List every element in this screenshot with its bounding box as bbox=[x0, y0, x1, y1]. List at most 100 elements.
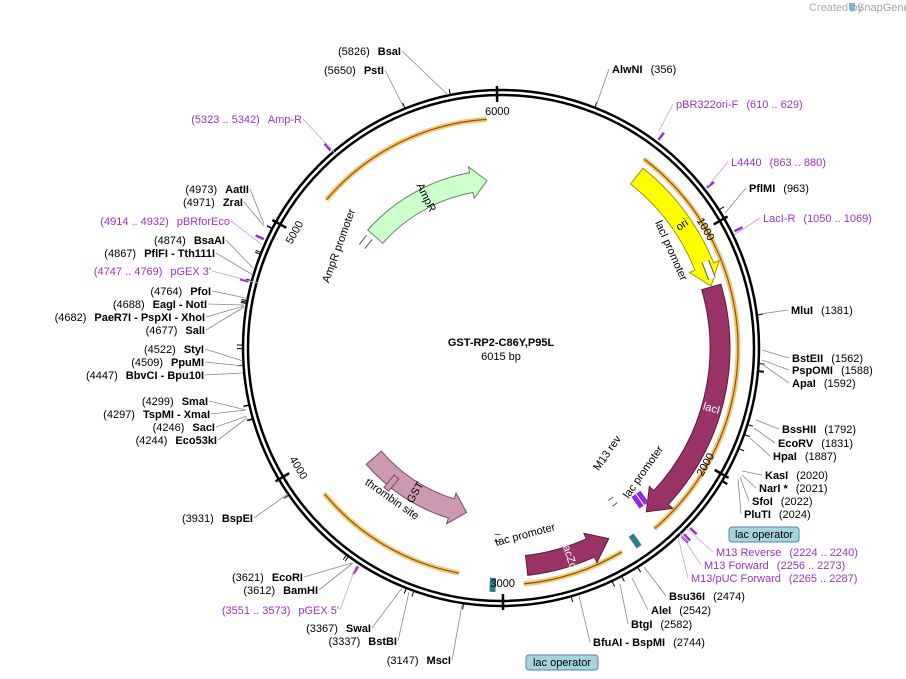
site-label-name: PflMI bbox=[749, 183, 775, 195]
watermark-brand: SnapGene bbox=[857, 2, 906, 14]
site-label-post: (2021) bbox=[796, 483, 828, 495]
site-label-name: M13 Reverse bbox=[716, 547, 781, 559]
site-label-pre: (4973) bbox=[185, 184, 217, 196]
site-label-name: SalI bbox=[185, 325, 205, 337]
site-label-leaders bbox=[204, 50, 790, 661]
site-label-pre: (3931) bbox=[182, 513, 214, 525]
primer-site bbox=[689, 527, 698, 536]
site-label-pre: (4867) bbox=[104, 248, 136, 260]
primer-site bbox=[683, 533, 692, 542]
site-label: (5323 .. 5342) Amp-R bbox=[191, 114, 302, 126]
site-tick bbox=[747, 424, 754, 427]
plasmid-name: GST-RP2-C86Y,P95L bbox=[448, 337, 555, 349]
site-leader bbox=[318, 562, 354, 591]
site-leader bbox=[737, 478, 742, 515]
site-label: LacI-R(1050 .. 1069) bbox=[763, 213, 872, 225]
site-label-pre: (4244) bbox=[136, 435, 168, 447]
site-leader bbox=[749, 437, 771, 457]
site-leader bbox=[208, 400, 247, 411]
site-leader bbox=[205, 305, 245, 318]
site-tick bbox=[757, 371, 764, 373]
scale-label: 3000 bbox=[491, 578, 516, 590]
site-label-name: Amp-R bbox=[268, 114, 302, 126]
site-label: MluI(1381) bbox=[791, 305, 853, 317]
site-label-post: (1887) bbox=[805, 451, 837, 463]
site-label: (4246)SacI bbox=[153, 422, 215, 434]
site-label: (4677) SalI bbox=[146, 325, 205, 337]
site-label-pre: (4677) bbox=[146, 325, 178, 337]
primer-site bbox=[706, 181, 715, 189]
site-leader bbox=[249, 188, 265, 225]
site-tick bbox=[411, 590, 415, 597]
site-label-pre: (4874) bbox=[154, 235, 186, 247]
site-leader bbox=[339, 565, 357, 611]
site-leader bbox=[677, 536, 689, 579]
site-leader bbox=[451, 604, 463, 661]
site-tick bbox=[721, 480, 728, 485]
site-label-pre: (3337) bbox=[328, 636, 360, 648]
site-label: (4522)StyI bbox=[144, 344, 204, 356]
promoter-label: tac promoter bbox=[494, 521, 557, 549]
site-label-post: (1381) bbox=[821, 305, 853, 317]
site-label-pre: (4914 .. 4932) bbox=[100, 216, 169, 228]
site-label-name: pBRforEco bbox=[177, 216, 230, 228]
site-label-name: BstEII bbox=[792, 353, 823, 365]
site-label-name: BfuAI - BspMI bbox=[593, 637, 665, 649]
site-label-pre: (4747 .. 4769) bbox=[94, 266, 163, 278]
site-leader bbox=[215, 252, 254, 276]
site-label: (3337)BstBI bbox=[328, 636, 397, 648]
site-tick bbox=[342, 554, 348, 560]
scale-tick bbox=[713, 215, 729, 226]
site-label-post: (2024) bbox=[779, 509, 811, 521]
site-label: (4973)AatII bbox=[185, 184, 249, 196]
site-tick bbox=[738, 448, 745, 452]
site-label-post: (1588) bbox=[841, 365, 873, 377]
site-tick bbox=[283, 494, 290, 499]
primer-site bbox=[323, 142, 332, 152]
site-label: (3612)BamHI bbox=[243, 585, 318, 597]
orf-arc bbox=[324, 493, 459, 574]
site-label-name: SacI bbox=[192, 422, 215, 434]
site-label-name: AlwNI bbox=[612, 64, 643, 76]
site-label: BtgI(2582) bbox=[631, 619, 692, 631]
site-tick bbox=[402, 102, 406, 109]
site-label-post: (1050 .. 1069) bbox=[803, 213, 872, 225]
site-leader bbox=[384, 69, 404, 107]
orf-arc bbox=[654, 276, 739, 530]
site-label: M13 Reverse(2224 .. 2240) bbox=[716, 547, 858, 559]
site-label: (3367)SwaI bbox=[306, 623, 371, 635]
site-tick bbox=[721, 480, 728, 485]
site-label-pre: (3367) bbox=[306, 623, 338, 635]
site-label: BfuAI - BspMI(2744) bbox=[593, 637, 705, 649]
site-label-name: PstI bbox=[364, 65, 384, 77]
plasmid-size: 6015 bp bbox=[481, 351, 521, 363]
site-label-name: ZraI bbox=[223, 197, 243, 209]
site-label: AlwNI(356) bbox=[612, 64, 676, 76]
m13-rev-site-b bbox=[636, 490, 649, 506]
site-label-name: PluTI bbox=[744, 509, 771, 521]
site-label: (3621)EcoRI bbox=[232, 572, 303, 584]
scale-tick bbox=[271, 218, 287, 229]
site-leader bbox=[225, 239, 254, 269]
site-label-post: (963) bbox=[783, 183, 809, 195]
site-label-name: pGEX 5' bbox=[298, 605, 339, 617]
site-label: PluTI (2024) bbox=[744, 509, 811, 521]
site-label: (4914 .. 4932) pBRforEco bbox=[100, 216, 230, 228]
site-leader bbox=[578, 595, 591, 643]
site-label-post: (2020) bbox=[796, 470, 828, 482]
site-label: (5826)BsaI bbox=[338, 46, 401, 58]
promoter-arrow-fill bbox=[702, 260, 715, 280]
site-label-name: AleI bbox=[651, 605, 671, 617]
site-label: M13/pUC Forward(2265 .. 2287) bbox=[691, 573, 857, 585]
site-leader bbox=[204, 348, 244, 362]
orf-arc bbox=[325, 118, 487, 201]
site-label-pre: (4764) bbox=[150, 286, 182, 298]
site-leader bbox=[397, 591, 410, 642]
site-label-name: PfoI bbox=[190, 286, 211, 298]
site-label-pre: (3612) bbox=[243, 585, 275, 597]
site-label-pre: (5826) bbox=[338, 46, 370, 58]
site-label: (3931)BspEI bbox=[182, 513, 253, 525]
site-tick bbox=[462, 603, 465, 610]
site-label-pre: (5323 .. 5342) bbox=[191, 114, 260, 126]
